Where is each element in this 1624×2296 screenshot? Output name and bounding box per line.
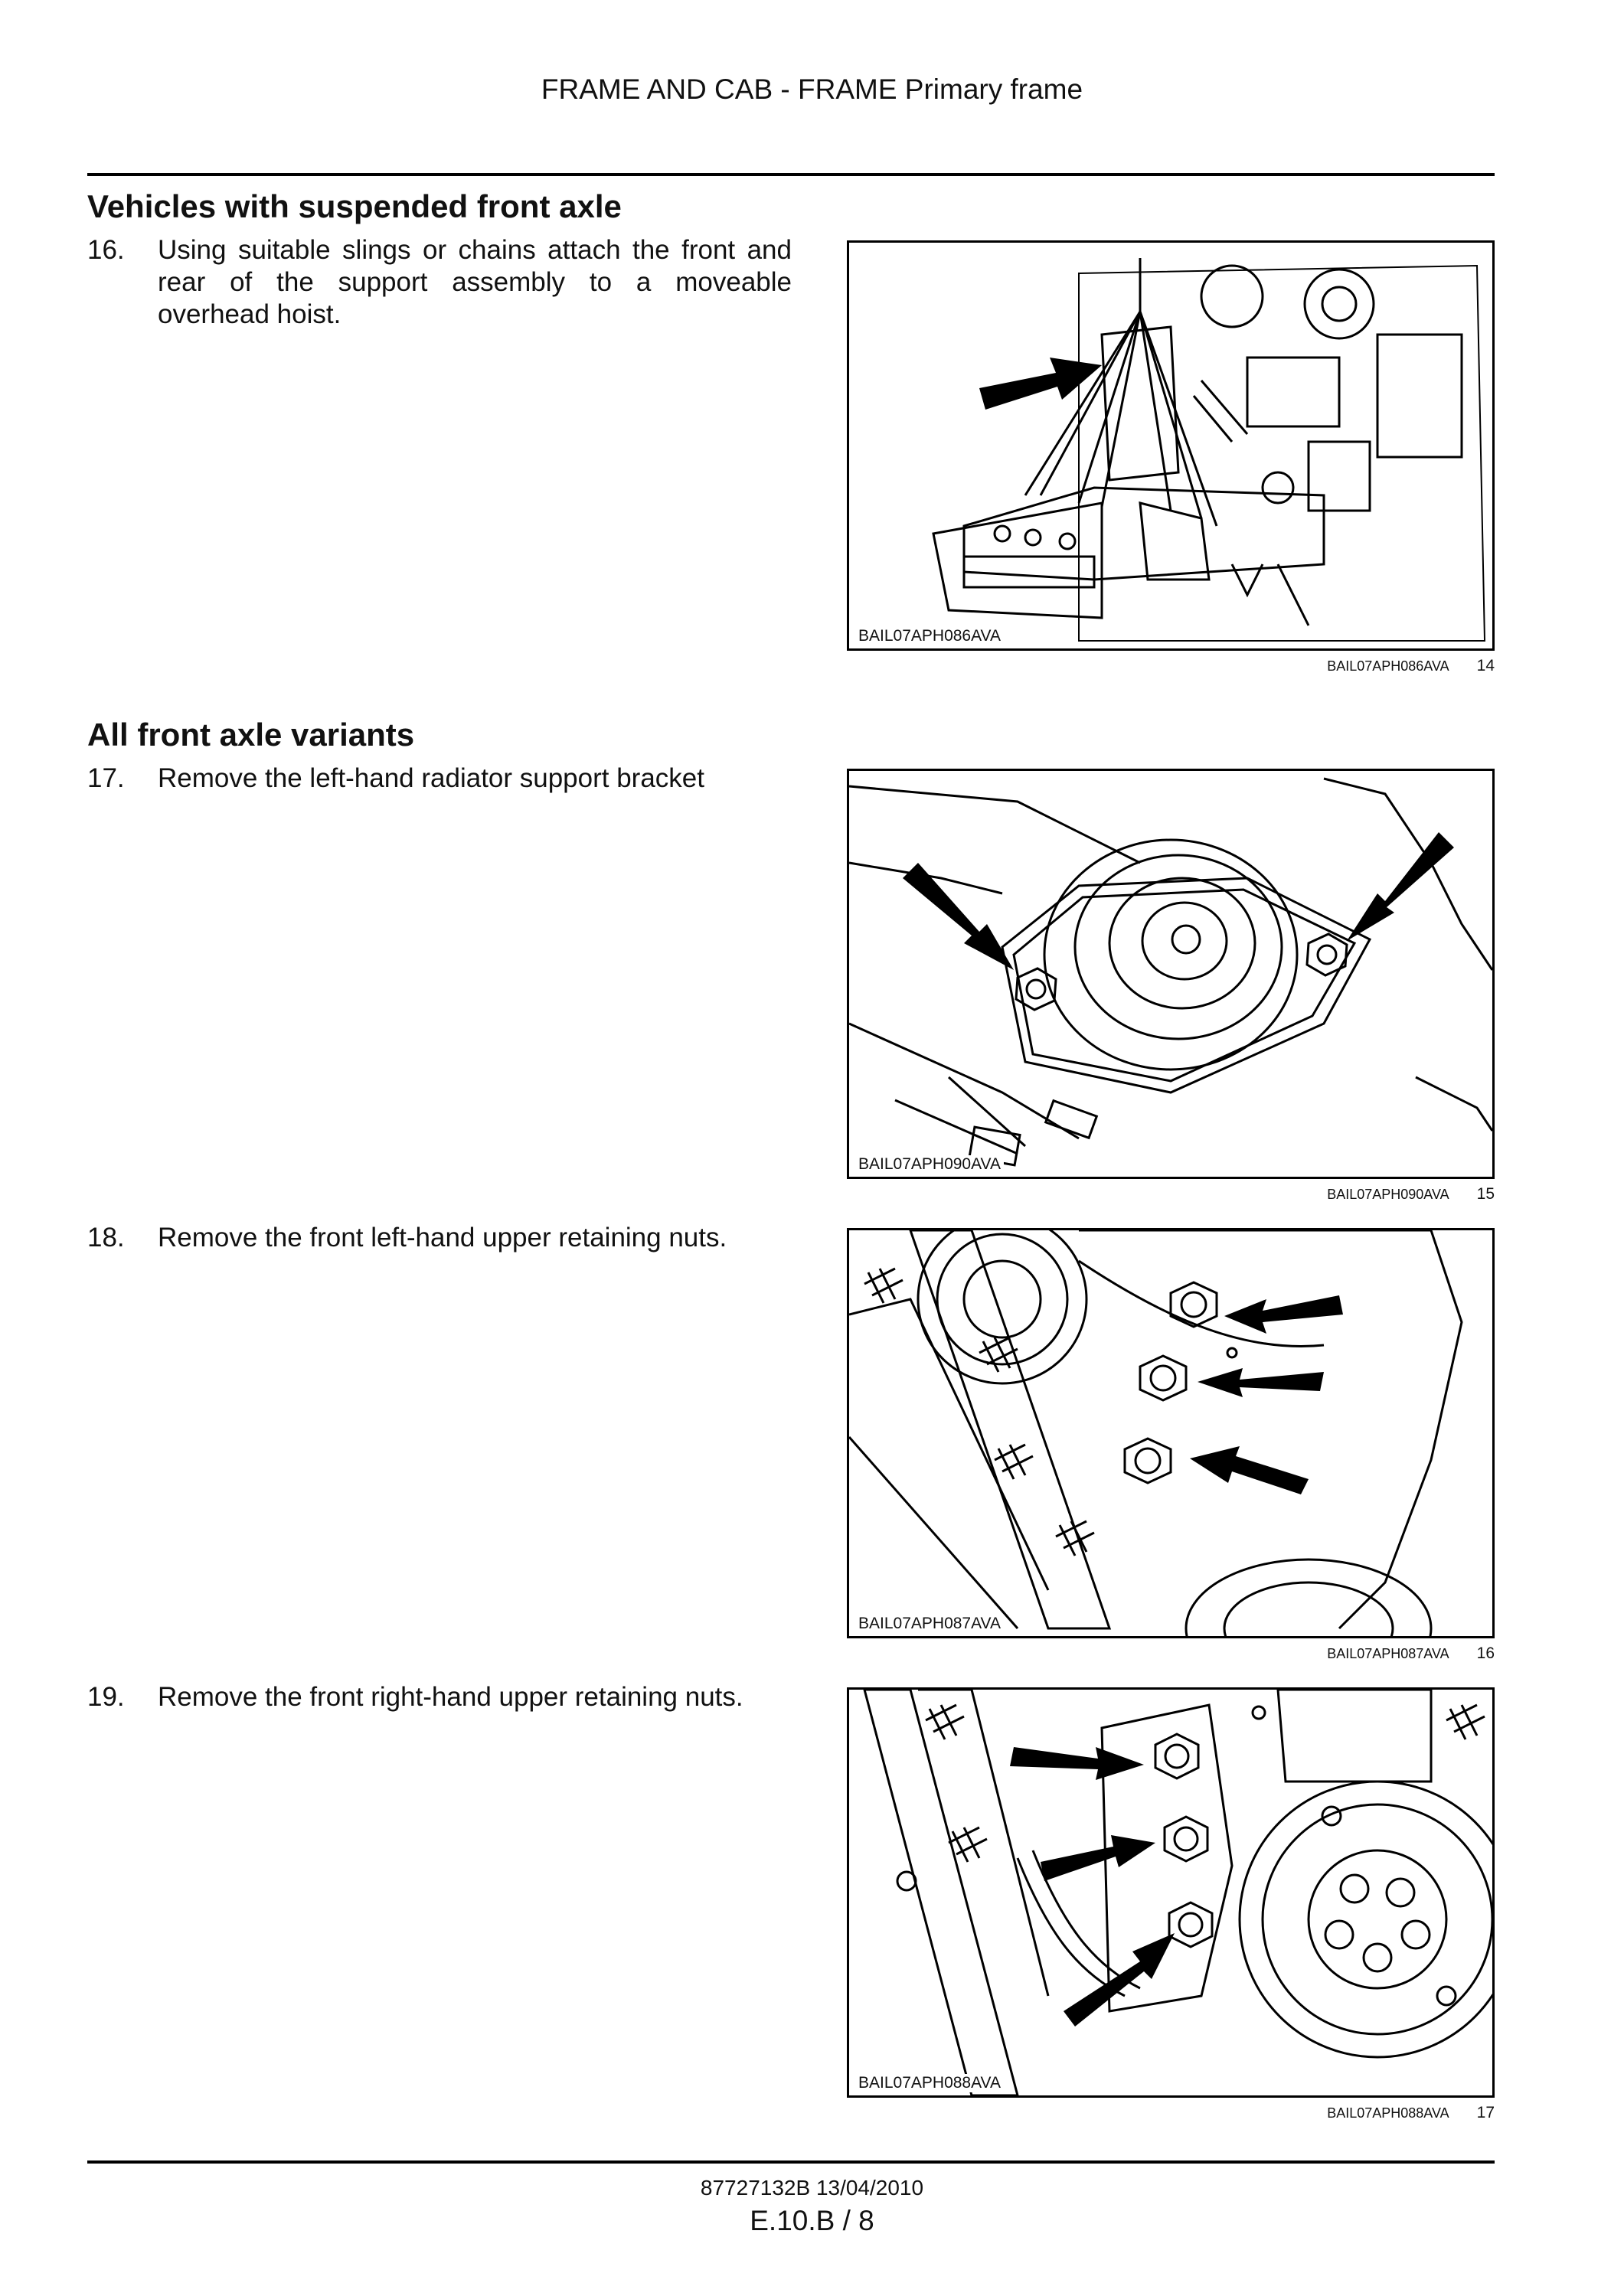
footer-page-number: E.10.B / 8 [750, 2205, 874, 2236]
figure-caption-15: BAIL07APH090AVA 15 [847, 1185, 1495, 1204]
figure-number: 15 [1476, 1185, 1495, 1203]
figure-14-hoist-illustration: BAIL07APH086AVA [847, 240, 1495, 651]
figure-number: 17 [1476, 2104, 1495, 2121]
header-divider [87, 173, 1495, 176]
step-number: 18. [87, 1223, 125, 1253]
step-text: Remove the left-hand radiator support br… [158, 763, 704, 793]
hoist-line-drawing [932, 258, 1486, 642]
caption-code: BAIL07APH090AVA [1327, 1187, 1449, 1202]
page-header-title: FRAME AND CAB - FRAME Primary frame [541, 73, 1083, 105]
step-text: Remove the front left-hand upper retaini… [158, 1223, 727, 1253]
footer-document-reference: 87727132B 13/04/2010 [700, 2176, 924, 2200]
step-text: Remove the front right-hand upper retain… [158, 1682, 743, 1712]
section-heading-suspended-axle: Vehicles with suspended front axle [87, 188, 622, 224]
figure-code-label: BAIL07APH090AVA [855, 1155, 1005, 1174]
pointer-arrows [903, 832, 1454, 970]
pointer-arrow [979, 358, 1102, 410]
radiator-bracket-line-drawing [849, 777, 1492, 1167]
figure-caption-17: BAIL07APH088AVA 17 [847, 2104, 1495, 2122]
pointer-arrows [1010, 1747, 1175, 2027]
caption-code: BAIL07APH086AVA [1327, 658, 1449, 674]
figure-number: 16 [1476, 1644, 1495, 1662]
step-text: Using suitable slings or chains attach t… [158, 235, 792, 329]
step-number: 17. [87, 763, 125, 793]
figure-16-left-retaining-nuts: BAIL07APH087AVA [847, 1228, 1495, 1638]
figure-code-label: BAIL07APH087AVA [855, 1615, 1005, 1633]
step-number: 19. [87, 1682, 125, 1712]
left-nuts-line-drawing [849, 1230, 1463, 1636]
right-nuts-line-drawing [863, 1690, 1492, 2095]
figure-15-radiator-bracket: BAIL07APH090AVA [847, 769, 1495, 1179]
figure-caption-16: BAIL07APH087AVA 16 [847, 1644, 1495, 1663]
step-number: 16. [87, 235, 125, 265]
figure-caption-14: BAIL07APH086AVA 14 [847, 657, 1495, 675]
figure-number: 14 [1476, 657, 1495, 674]
figure-code-label: BAIL07APH086AVA [855, 627, 1005, 645]
footer-divider [87, 2160, 1495, 2164]
figure-code-label: BAIL07APH088AVA [855, 2074, 1005, 2092]
caption-code: BAIL07APH087AVA [1327, 1646, 1449, 1661]
section-heading-all-variants: All front axle variants [87, 717, 415, 753]
figure-17-right-retaining-nuts: BAIL07APH088AVA [847, 1687, 1495, 2098]
pointer-arrows [1190, 1295, 1343, 1494]
caption-code: BAIL07APH088AVA [1327, 2105, 1449, 2121]
